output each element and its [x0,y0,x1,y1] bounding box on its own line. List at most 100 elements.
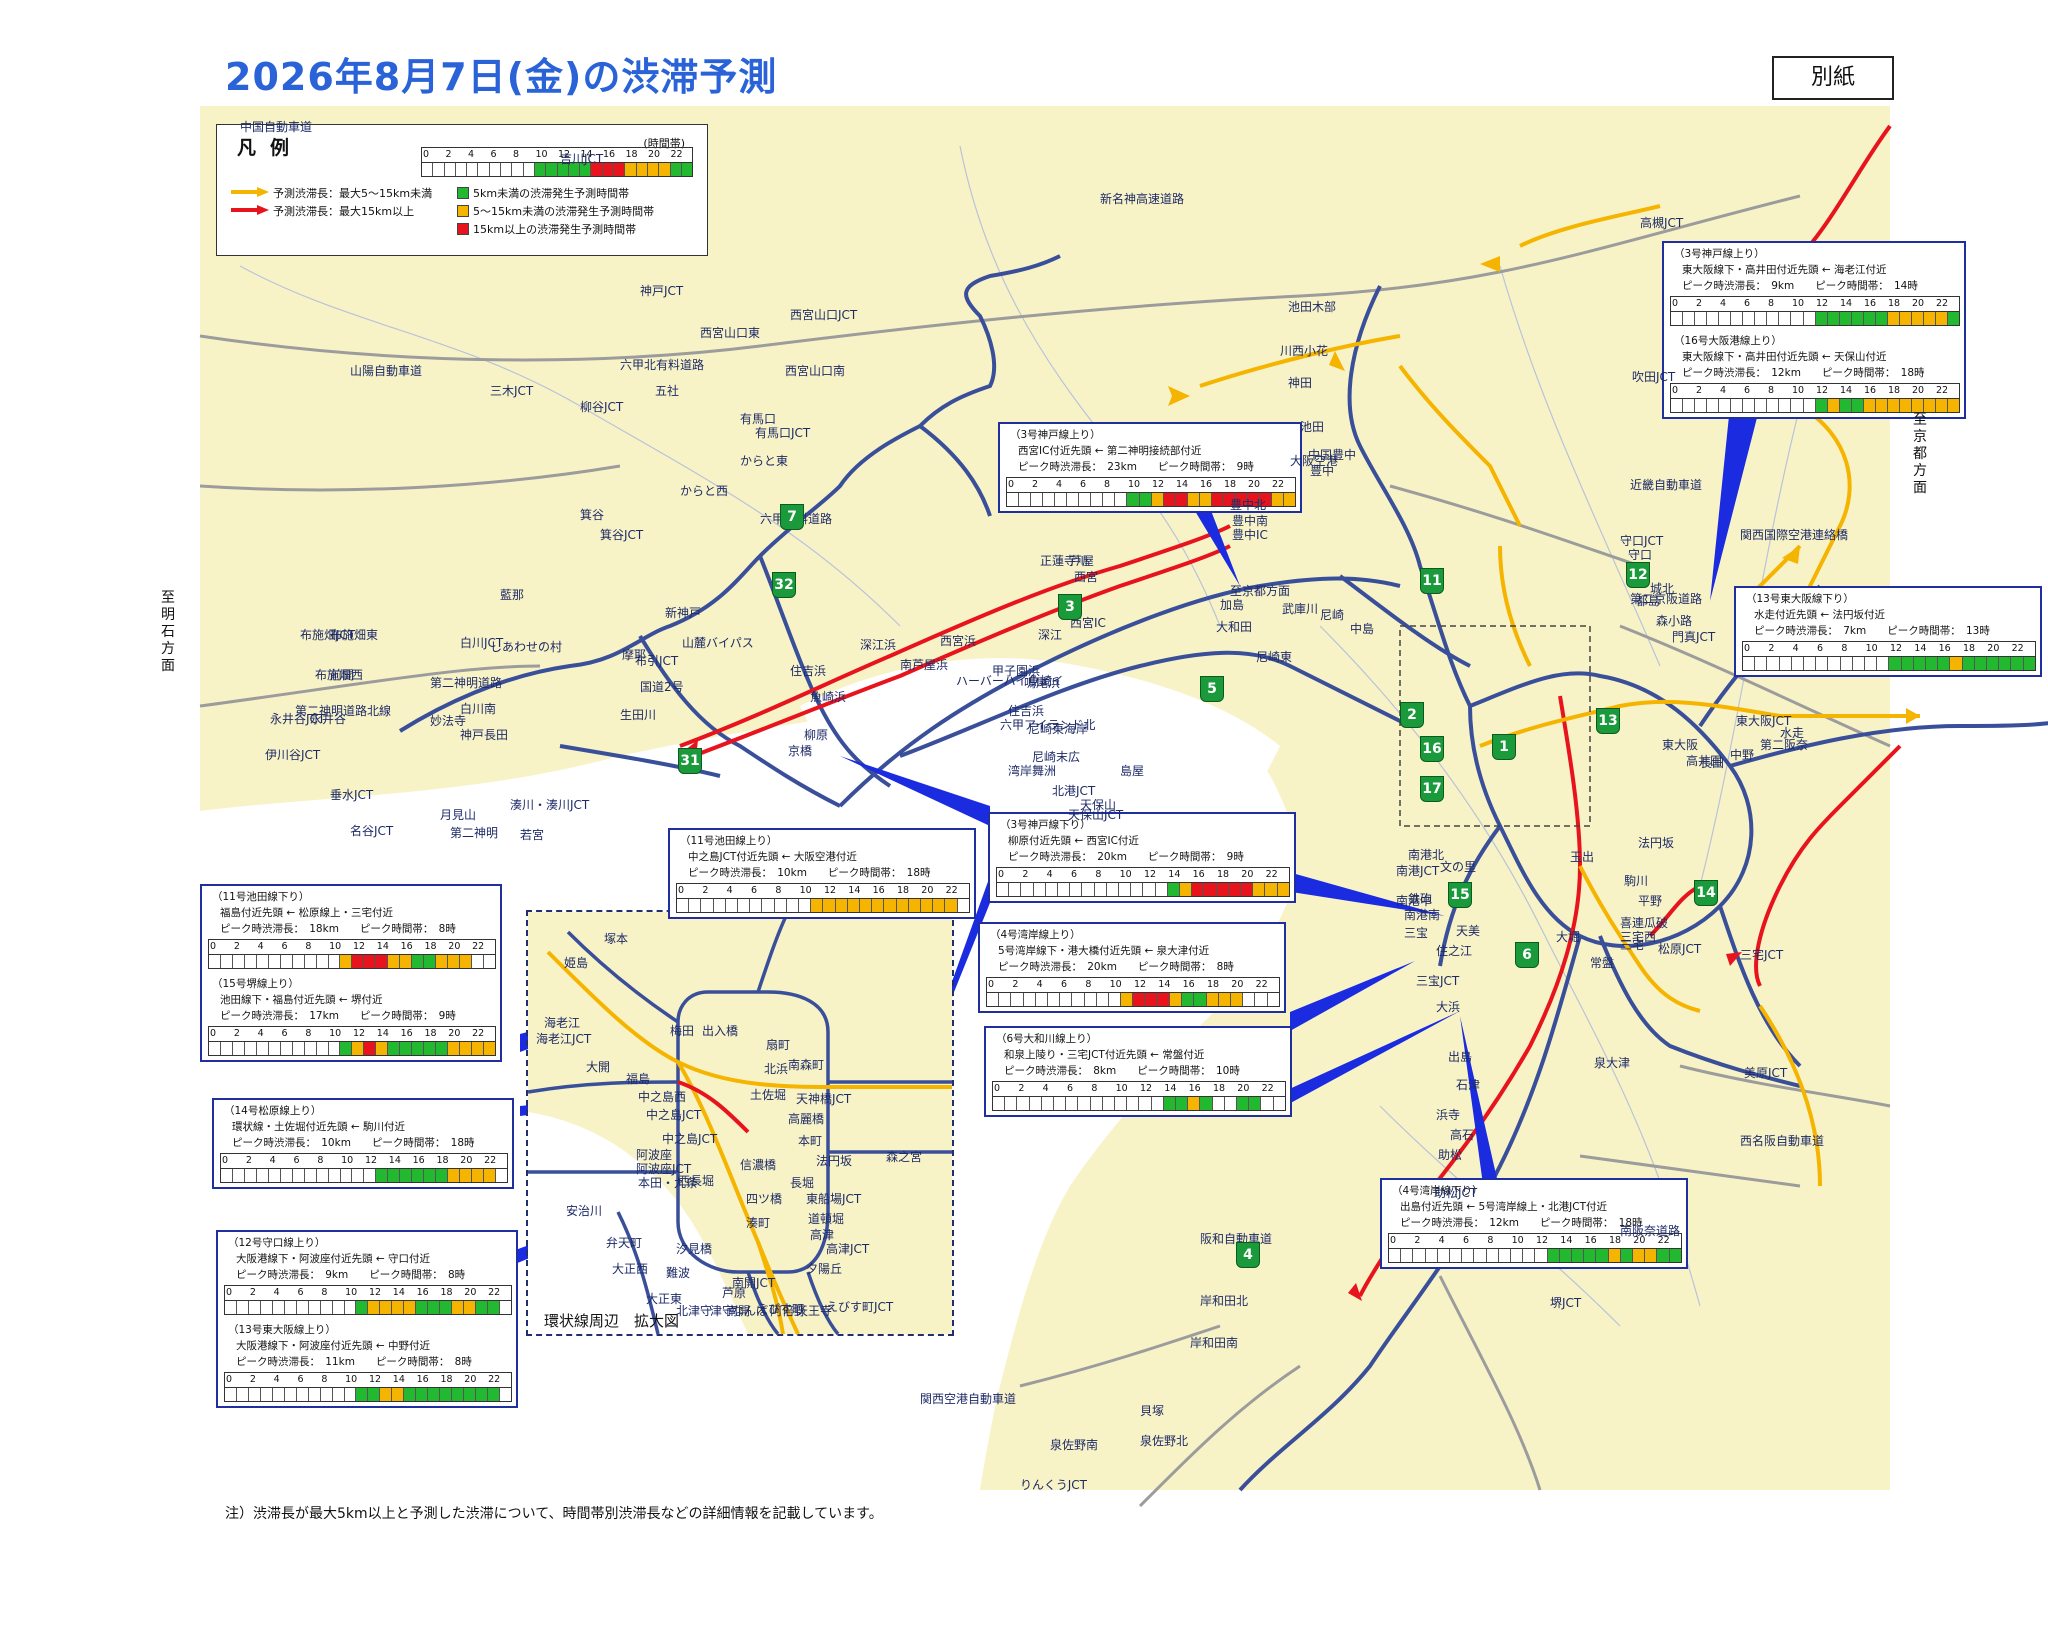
hour-cell [1948,312,1960,325]
hour-cell [464,1388,477,1401]
hour-cell [445,163,456,176]
hour-cell [1767,657,1780,670]
hour-tick: 6 [750,885,758,896]
hour-tick: 22 [670,149,683,160]
hour-cell [811,899,824,912]
route-name: （14号松原線上り） [224,1105,322,1117]
hour-cell [472,955,484,968]
route-shield-icon: 3 [1058,594,1082,620]
hour-tick: 6 [1462,1235,1470,1246]
callout-4-down[interactable]: （4号湾岸線下り）出島付近先頭 ← 5号湾岸線上・北港JCT付近ピーク時渋滞長：… [1380,1178,1688,1269]
hour-cell [233,955,245,968]
callout-3-16-up[interactable]: （3号神戸線上り）東大阪線下・高井田付近先頭 ← 海老江付近ピーク時渋滞長： 9… [1662,241,1966,419]
place-label: 白川南 [460,702,497,716]
hour-cell [245,1042,257,1055]
place-label: 六甲アイランド北 [1000,718,1096,732]
hour-cell [933,899,946,912]
hour-cell [400,1169,413,1182]
inset-label: 南森町 [788,1058,825,1072]
callout-11-up-nakanoshima[interactable]: （11号池田線上り）中之島JCT付近先頭 ← 大阪空港付近ピーク時渋滞長： 10… [668,828,976,919]
hour-tick: 6 [281,1028,288,1039]
place-label: 深江浜 [860,638,897,652]
callout-12-13[interactable]: （12号守口線上り）大阪港線下・阿波座付近先頭 ← 守口付近ピーク時渋滞長： 9… [216,1230,518,1408]
hour-cell [237,1388,249,1401]
hour-tick: 2 [1012,979,1019,990]
hour-cell [1827,399,1840,412]
hour-cell [1127,1097,1140,1110]
hour-cells [997,883,1289,896]
place-label: 布施畑東 [330,628,379,642]
callout-section: （11号池田線上り）中之島JCT付近先頭 ← 大阪空港付近ピーク時渋滞長： 10… [670,830,974,913]
hour-cell [835,899,848,912]
hour-cell [1877,657,1890,670]
hour-cell [1596,1249,1609,1262]
hour-tick: 2 [1696,298,1703,309]
place-label: 至京都方面 [1230,584,1291,598]
hour-cell [1839,399,1852,412]
hour-cell [908,899,922,912]
hour-cell [1863,399,1876,412]
red-arrow-icon [231,205,269,215]
hour-cell [225,1301,237,1314]
hour-cell [1167,883,1181,896]
hour-tick: 12 [1152,479,1165,490]
inset-label: 安治川 [566,1204,603,1218]
route-name: （6号大和川線上り） [996,1033,1098,1045]
place-label: 天保山 [1080,798,1117,812]
hour-cell [1938,657,1951,670]
hour-cell [1669,1249,1681,1262]
congestion-span: 東大阪線下・高井田付近先頭 ← 海老江付近 [1682,264,1887,276]
hour-cell [257,1042,269,1055]
callout-4-up[interactable]: （4号湾岸線上り）5号湾岸線下・港大橋付近先頭 ← 泉大津付近ピーク時渋滞長： … [978,922,1286,1013]
hour-cell [1999,657,2012,670]
hour-cell [269,955,281,968]
hour-tick: 18 [1962,643,1976,654]
hour-cell [896,899,909,912]
callout-13-down[interactable]: （13号東大阪線下り）水走付近先頭 ← 法円坂付近ピーク時渋滞長： 7km ピー… [1734,586,2042,677]
place-label: 布引JCT [635,654,679,668]
callout-3-up-nishinomiya[interactable]: （3号神戸線上り）西宮IC付近先頭 ← 第二神明接続部付近ピーク時渋滞長： 23… [998,422,1302,513]
hour-cell [305,1169,317,1182]
hour-cell [452,1301,465,1314]
hour-cell [1031,493,1044,506]
place-label: 大和田 [1216,620,1253,634]
hour-cell [512,163,524,176]
hour-cell [249,1301,261,1314]
place-label: 岸和田北 [1200,1294,1249,1308]
hour-cell [1082,883,1095,896]
hour-cell [340,1042,353,1055]
hour-tick: 0 [210,941,217,952]
place-label: 南港南 [1404,908,1441,922]
hour-tick: 2 [702,885,709,896]
place-label: 豊中南 [1232,514,1269,528]
hour-tick: 2 [233,941,240,952]
place-label: 三木JCT [490,384,534,398]
peak-stats: ピーク時渋滞長： 8km ピーク時間帯： 10時 [1004,1065,1240,1077]
hour-cell [823,899,836,912]
hour-cells [987,993,1279,1006]
place-label: 藍那 [500,588,525,602]
route-name: （12号守口線上り） [228,1237,326,1249]
hour-cell [1815,399,1828,412]
route-shield-icon: 6 [1515,942,1539,968]
hour-tick: 6 [1066,1083,1074,1094]
hour-cell [333,1388,345,1401]
hour-cell [1731,312,1744,325]
hour-cell [1707,399,1720,412]
callout-6-up[interactable]: （6号大和川線上り）和泉上陵り・三宅JCT付近先頭 ← 常盤付近ピーク時渋滞長：… [984,1026,1292,1117]
callout-11-15[interactable]: （11号池田線下り）福島付近先頭 ← 松原線上・三宅付近ピーク時渋滞長： 18k… [200,884,502,1062]
hour-cell [297,1388,309,1401]
callout-3-down-yanagihara[interactable]: （3号神戸線下り）柳原付近先頭 ← 西宮IC付近ピーク時渋滞長： 20km ピー… [988,812,1296,903]
hour-cell [1816,657,1829,670]
hour-cell [233,1169,245,1182]
hour-cell [580,163,592,176]
legend-red: 15km以上の渋滞発生予測時間帯 [473,223,637,236]
callout-14-up[interactable]: （14号松原線上り）環状線・土佐堀付近先頭 ← 駒川付近ピーク時渋滞長： 10k… [212,1098,514,1189]
hour-tick: 4 [257,941,264,952]
